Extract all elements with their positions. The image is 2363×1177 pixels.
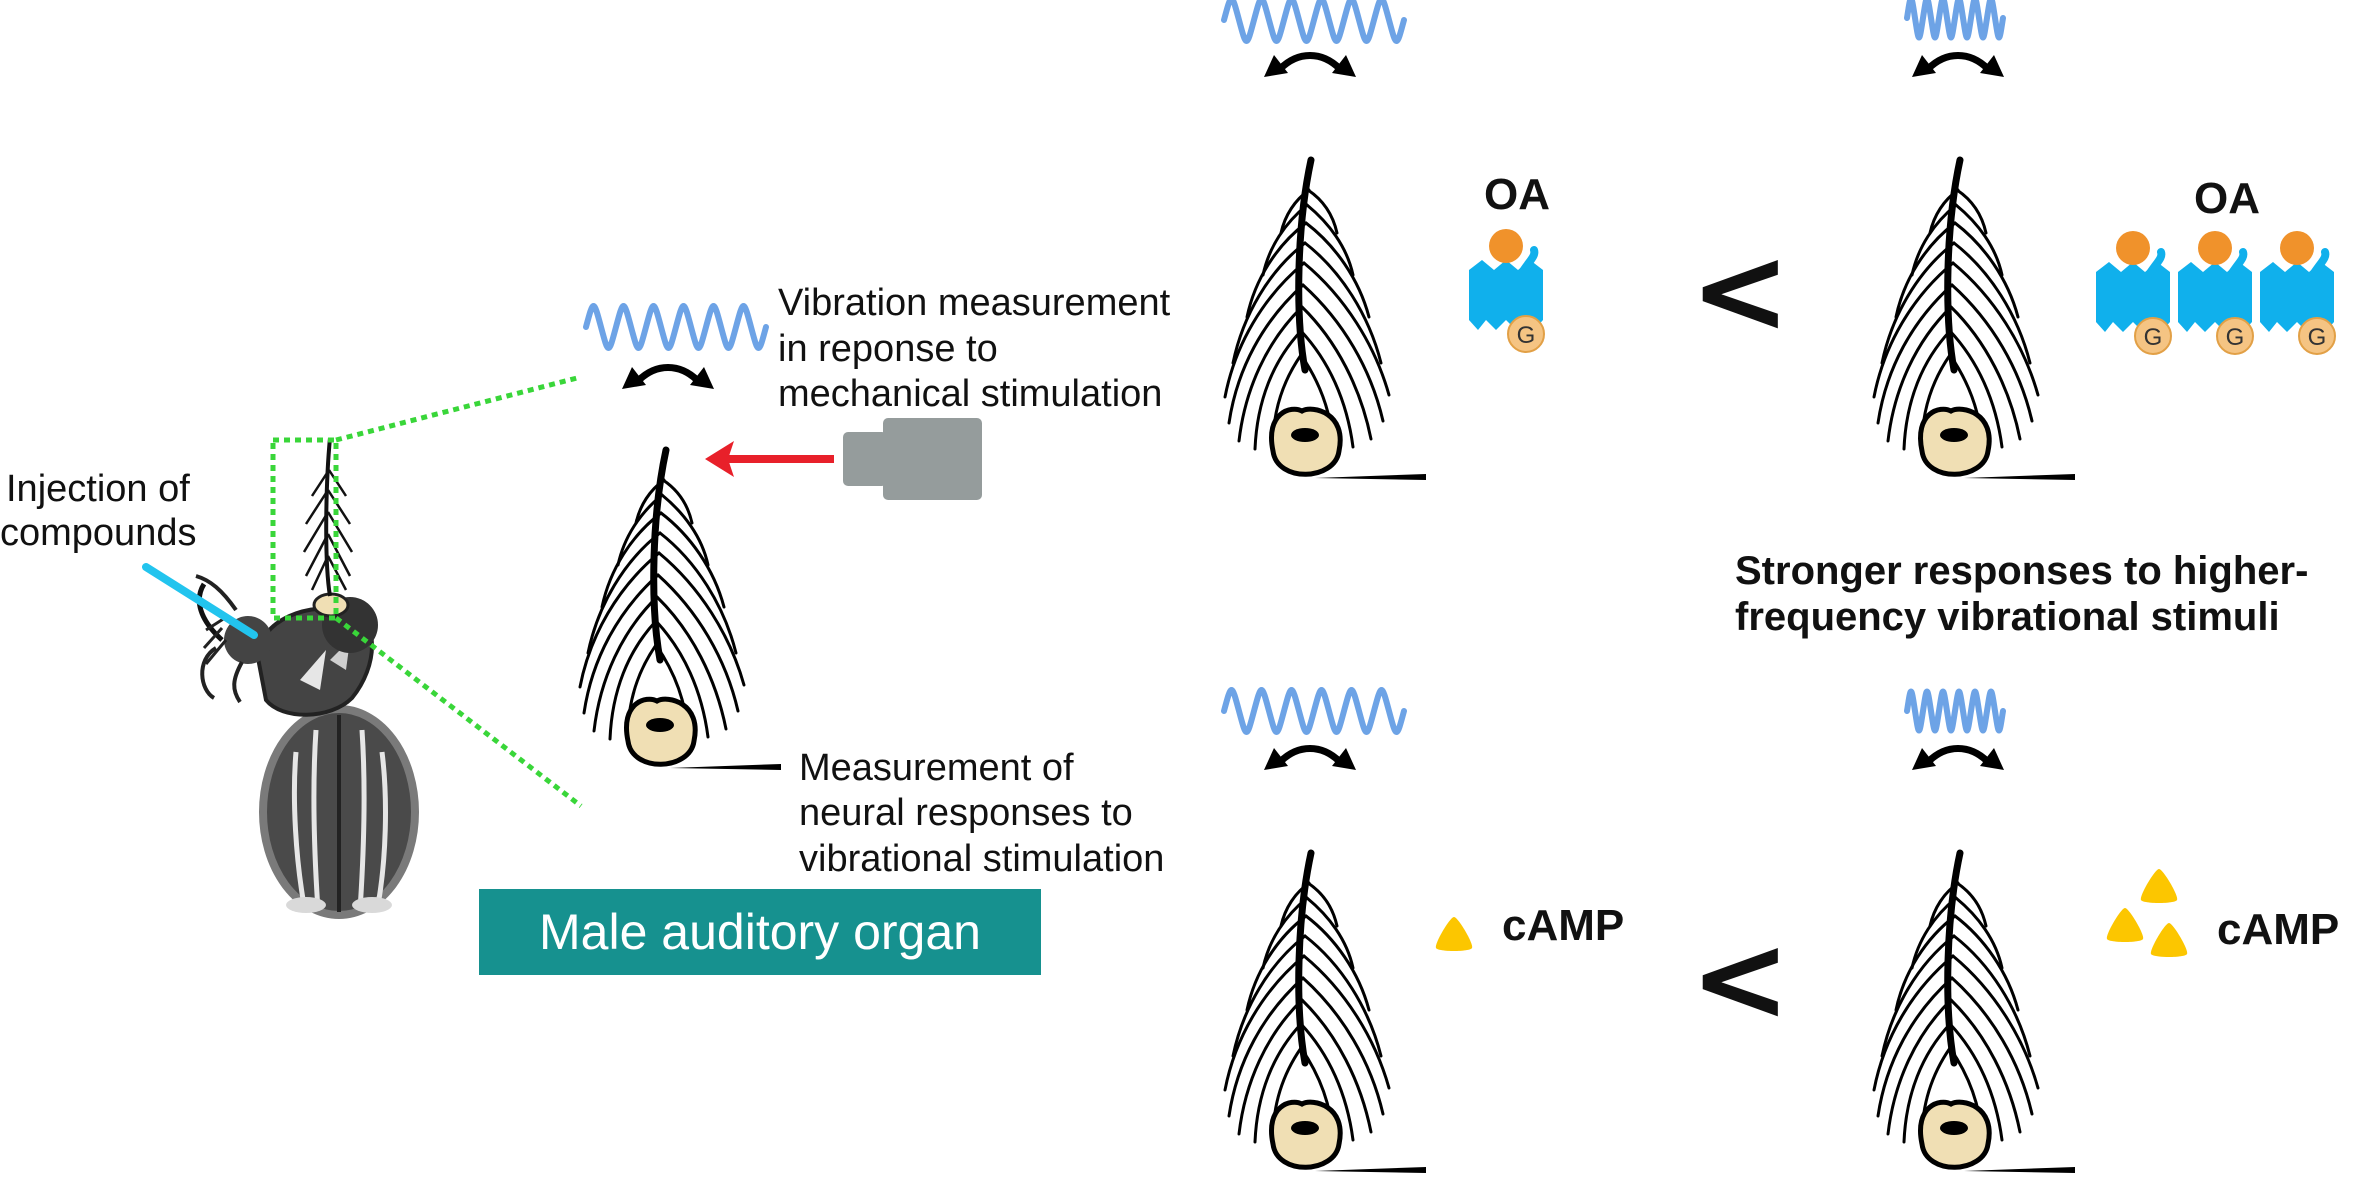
oa-label-right: OA xyxy=(2194,174,2260,223)
camp-triangle-icon xyxy=(2140,869,2178,903)
vibration-measurement-line3: mechanical stimulation xyxy=(778,373,1163,415)
antenna-icon xyxy=(1874,160,2075,480)
antenna-icon xyxy=(1225,853,1426,1173)
camp-label-right: cAMP xyxy=(2217,905,2340,954)
less-than-symbol-top: < xyxy=(1690,222,1791,361)
beetle-icon xyxy=(195,437,419,919)
vibration-wave-icon xyxy=(586,306,766,348)
less-than-symbol-bottom: < xyxy=(1690,910,1791,1049)
camp-triangle-icon xyxy=(2106,908,2144,942)
stronger-responses-line2: frequency vibrational stimuli xyxy=(1735,595,2280,639)
stimulation-arrow xyxy=(705,441,834,477)
bidirectional-arrow-icon xyxy=(1264,748,1356,770)
camp-triangle-icon xyxy=(2150,923,2188,957)
bidirectional-arrow-icon xyxy=(1264,55,1356,77)
receptor-icon xyxy=(1469,229,1544,352)
injection-label-line2: compounds xyxy=(0,512,197,554)
neural-measurement-line1: Measurement of xyxy=(799,747,1074,789)
antenna-icon xyxy=(580,450,781,770)
bidirectional-arrow-icon xyxy=(622,367,714,389)
camera-device-icon xyxy=(843,418,982,500)
neural-measurement-line3: vibrational stimulation xyxy=(799,838,1165,880)
zoom-box xyxy=(270,374,583,808)
vibration-measurement-line1: Vibration measurement xyxy=(778,282,1171,324)
male-auditory-organ-label: Male auditory organ xyxy=(479,889,1041,975)
camp-label-left: cAMP xyxy=(1502,901,1625,950)
bidirectional-arrow-icon xyxy=(1912,748,2004,770)
receptor-icon xyxy=(2260,231,2335,354)
antenna-icon xyxy=(1225,160,1426,480)
receptor-icon xyxy=(2096,231,2171,354)
injection-label-line1: Injection of xyxy=(6,468,190,510)
vibration-wave-icon xyxy=(1907,0,2003,38)
oa-label-left: OA xyxy=(1484,170,1550,219)
vibration-measurement-line2: in reponse to xyxy=(778,328,998,370)
stronger-responses-line1: Stronger responses to higher- xyxy=(1735,549,2309,593)
vibration-wave-icon xyxy=(1224,0,1404,41)
antenna-icon xyxy=(1874,853,2075,1173)
vibration-wave-icon xyxy=(1224,690,1404,732)
camp-triangle-icon xyxy=(1435,917,1473,951)
vibration-wave-icon xyxy=(1907,692,2003,731)
receptor-icon xyxy=(2178,231,2253,354)
bidirectional-arrow-icon xyxy=(1912,55,2004,77)
injection-needle xyxy=(142,563,258,639)
neural-measurement-line2: neural responses to xyxy=(799,792,1133,834)
